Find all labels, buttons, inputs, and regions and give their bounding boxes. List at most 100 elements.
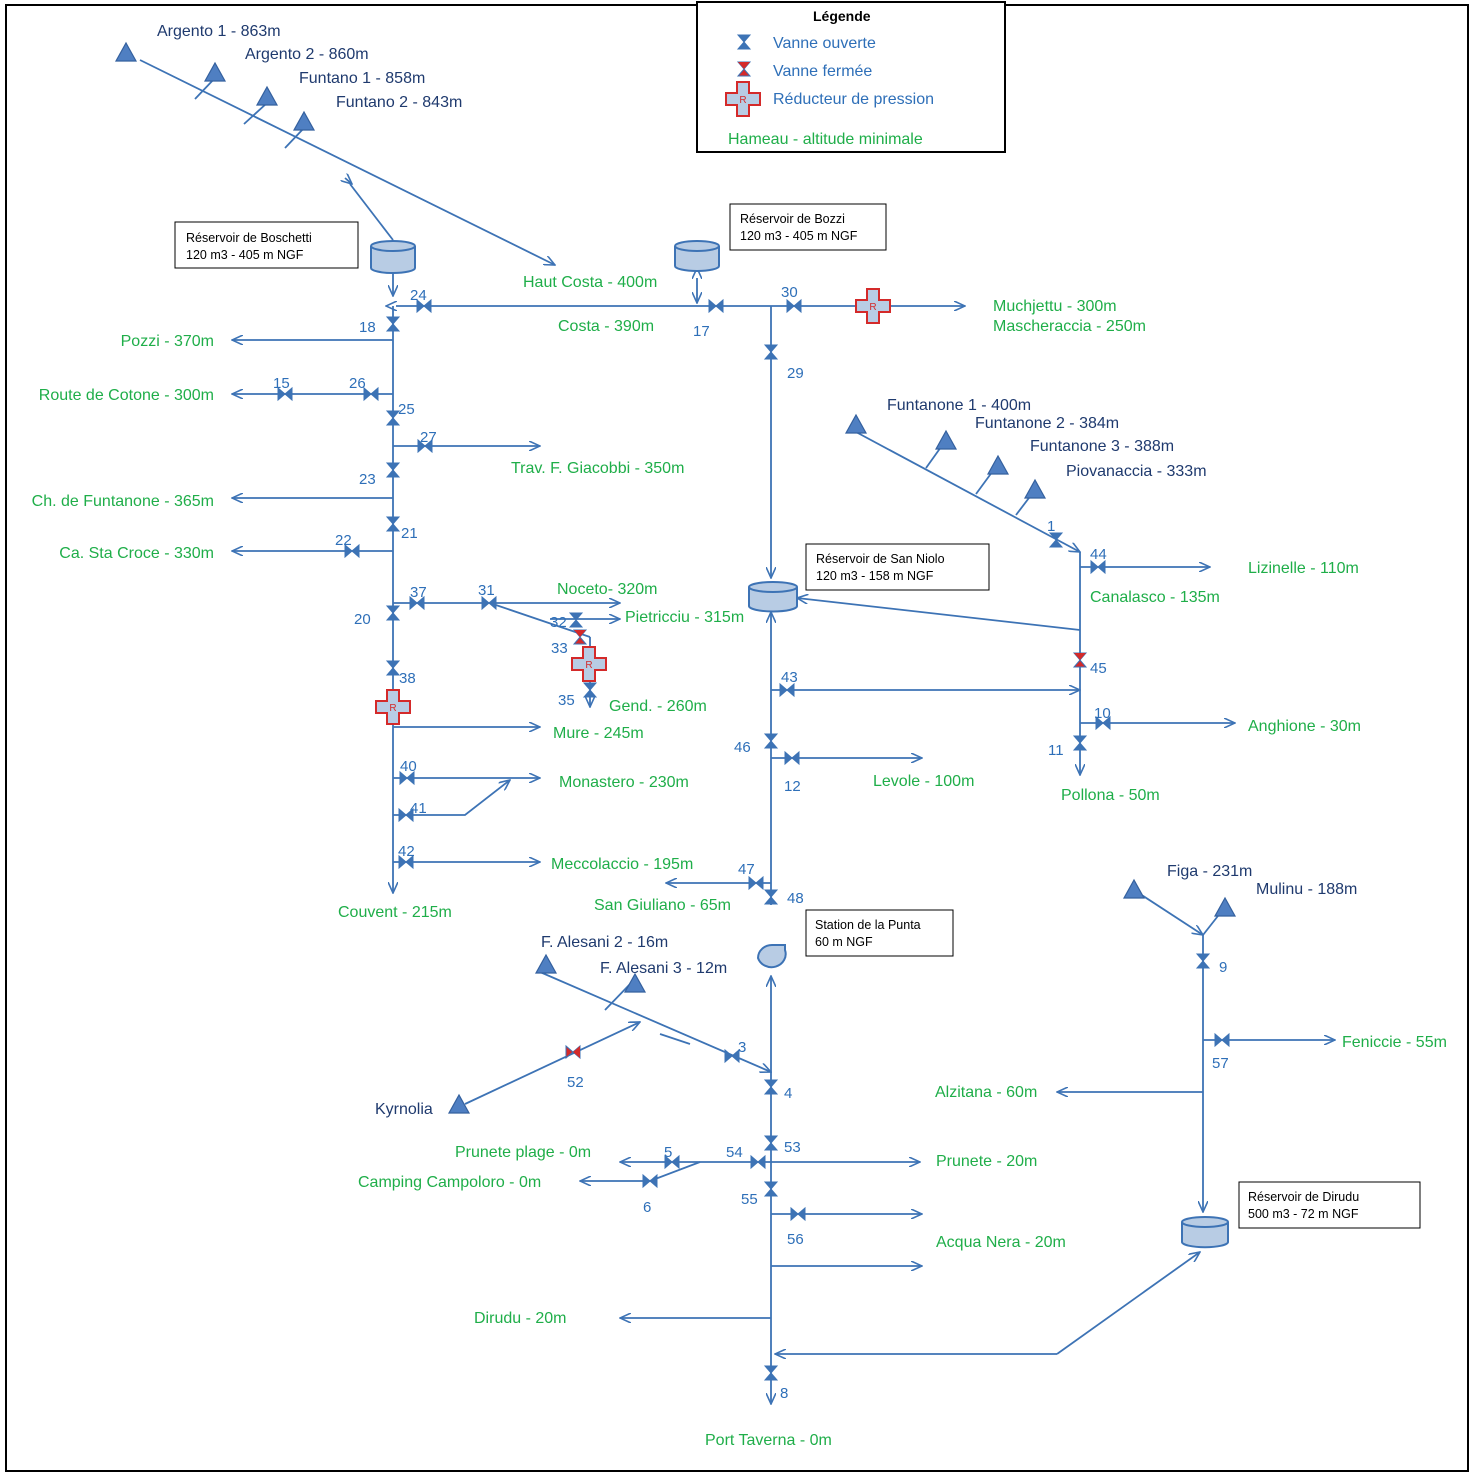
valve-number-4: 4 xyxy=(784,1085,792,1102)
valve-open-1 xyxy=(1048,532,1064,548)
source-kyrnolia-icon xyxy=(447,1093,471,1114)
valve-number-54: 54 xyxy=(726,1144,743,1161)
valve-open-18 xyxy=(385,316,401,332)
valve-open-8 xyxy=(763,1365,779,1381)
valve-open-47 xyxy=(748,875,764,891)
hamlet-canalasco: Canalasco - 135m xyxy=(1090,589,1220,606)
valve-closed-33 xyxy=(572,629,588,645)
valve-number-9: 9 xyxy=(1219,959,1227,976)
hamlet-monastero: Monastero - 230m xyxy=(559,774,689,791)
pipe-funtanone-collector xyxy=(855,431,1080,552)
hamlet-port-taverna: Port Taverna - 0m xyxy=(705,1432,832,1449)
valve-number-1: 1 xyxy=(1047,518,1055,535)
valve-open-46 xyxy=(763,733,779,749)
legend-valve-closed-icon xyxy=(736,61,752,77)
valve-number-21: 21 xyxy=(401,525,418,542)
source-piovanaccia-icon xyxy=(1023,478,1047,499)
valve-open-57 xyxy=(1214,1032,1230,1048)
pipe-figa xyxy=(1133,889,1203,935)
hamlet-route-cotone: Route de Cotone - 300m xyxy=(39,387,214,404)
hamlet-pozzi: Pozzi - 370m xyxy=(121,333,214,350)
valve-number-33: 33 xyxy=(551,640,568,657)
valve-open-23 xyxy=(385,462,401,478)
valve-open-35 xyxy=(582,682,598,698)
legend: Légende Vanne ouverte Vanne fermée R Réd… xyxy=(696,1,1006,153)
valve-number-11: 11 xyxy=(1048,742,1064,759)
reservoir-bozzi-tank xyxy=(674,240,720,272)
pipe-camping xyxy=(580,1161,701,1181)
pipe-to-san-niolo-east xyxy=(797,598,1081,631)
valve-open-24 xyxy=(416,298,432,314)
valve-open-55 xyxy=(763,1181,779,1197)
pipe-to-boschetti xyxy=(349,183,394,241)
valve-number-43: 43 xyxy=(781,669,798,686)
valve-open-56 xyxy=(790,1206,806,1222)
valve-open-54 xyxy=(750,1154,766,1170)
reservoir-dirudu-name: Réservoir de Dirudu xyxy=(1248,1190,1359,1204)
hamlet-anghione: Anghione - 30m xyxy=(1248,718,1361,735)
source-funtanone2-icon xyxy=(934,429,958,450)
valve-open-6 xyxy=(642,1173,658,1189)
valve-number-38: 38 xyxy=(399,670,416,687)
source-alesani2-label: F. Alesani 2 - 16m xyxy=(541,934,668,951)
reducer-icon: R xyxy=(725,81,761,117)
reducer-gend: R xyxy=(571,646,607,682)
hamlet-gend: Gend. - 260m xyxy=(609,698,707,715)
valve-number-8: 8 xyxy=(780,1385,788,1402)
source-argento2-icon xyxy=(203,61,227,82)
valve-number-42: 42 xyxy=(398,843,415,860)
hamlet-mascheraccia: Mascheraccia - 250m xyxy=(993,318,1146,335)
valve-number-22: 22 xyxy=(335,532,352,549)
valve-number-40: 40 xyxy=(400,758,417,775)
valve-open-32 xyxy=(568,612,584,628)
valve-open-4 xyxy=(763,1079,779,1095)
hamlet-levole: Levole - 100m xyxy=(873,773,974,790)
valve-number-29: 29 xyxy=(787,365,804,382)
source-funtanone1-icon xyxy=(844,413,868,434)
hamlet-feniccie: Feniccie - 55m xyxy=(1342,1034,1447,1051)
valve-open-48 xyxy=(763,889,779,905)
reducer-muchjettu: R xyxy=(855,288,891,324)
pipe-argento-arrow xyxy=(345,178,352,184)
reservoir-dirudu-box xyxy=(1238,1181,1421,1229)
valve-open-42 xyxy=(398,854,414,870)
pipe-monastero-2 xyxy=(393,780,510,816)
reservoir-dirudu-tank xyxy=(1181,1216,1229,1249)
source-alesani2-icon xyxy=(534,953,558,974)
hamlet-alzitana: Alzitana - 60m xyxy=(935,1084,1037,1101)
valve-open-11 xyxy=(1072,735,1088,751)
source-funtanone3-label: Funtanone 3 - 388m xyxy=(1030,438,1174,455)
valve-number-41: 41 xyxy=(410,800,427,817)
valve-open-5 xyxy=(664,1154,680,1170)
reservoir-san-niolo-box xyxy=(805,543,990,591)
source-argento1-icon xyxy=(114,41,138,62)
valve-open-38 xyxy=(385,660,401,676)
reservoir-bozzi-spec: 120 m3 - 405 m NGF xyxy=(740,229,858,243)
reservoir-boschetti-tank xyxy=(370,240,416,274)
valve-number-57: 57 xyxy=(1212,1055,1229,1072)
pressure-reducers: RRR xyxy=(375,288,891,725)
reservoir-bozzi-box xyxy=(729,203,887,251)
valve-number-47: 47 xyxy=(738,861,755,878)
legend-valve-open-icon xyxy=(736,34,752,50)
source-funtanone2-label: Funtanone 2 - 384m xyxy=(975,415,1119,432)
reducer-letter: R xyxy=(739,95,746,106)
valve-number-24: 24 xyxy=(410,287,427,304)
station-punta-pump xyxy=(756,944,787,969)
reservoir-labels: Réservoir de Boschetti 120 m3 - 405 m NG… xyxy=(174,203,1421,1229)
reservoir-boschetti-spec: 120 m3 - 405 m NGF xyxy=(186,248,304,262)
reservoir-boschetti-name: Réservoir de Boschetti xyxy=(186,231,312,245)
valve-number-27: 27 xyxy=(420,429,437,446)
valve-number-48: 48 xyxy=(787,890,804,907)
valve-number-15: 15 xyxy=(273,375,290,392)
legend-title: Légende xyxy=(813,8,871,24)
valve-open-12 xyxy=(784,750,800,766)
station-punta-box xyxy=(805,909,954,957)
source-funtano1-icon xyxy=(255,85,279,106)
valve-open-27 xyxy=(417,438,433,454)
valve-open-31 xyxy=(481,595,497,611)
hamlet-trav-giacobbi: Trav. F. Giacobbi - 350m xyxy=(511,460,684,477)
hamlet-san-giuliano: San Giuliano - 65m xyxy=(594,897,731,914)
hamlet-costa: Costa - 390m xyxy=(558,318,654,335)
